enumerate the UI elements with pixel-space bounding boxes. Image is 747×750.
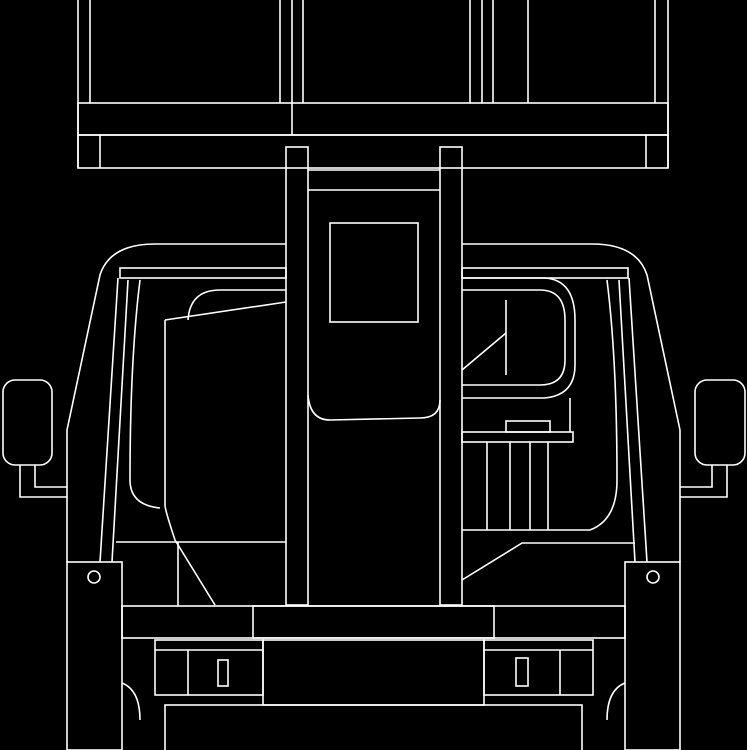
front-pillars [66,561,681,750]
mast-top-frame [77,0,669,169]
operator-seat [164,289,287,606]
right-mirror [680,379,746,498]
bumper [121,605,626,750]
right-light [515,657,529,687]
mast-window [329,222,419,323]
left-mirror [2,379,67,498]
mast-uprights [285,146,463,606]
left-light [217,659,229,687]
cab-outline [66,243,681,563]
engine-compartment [461,277,635,581]
